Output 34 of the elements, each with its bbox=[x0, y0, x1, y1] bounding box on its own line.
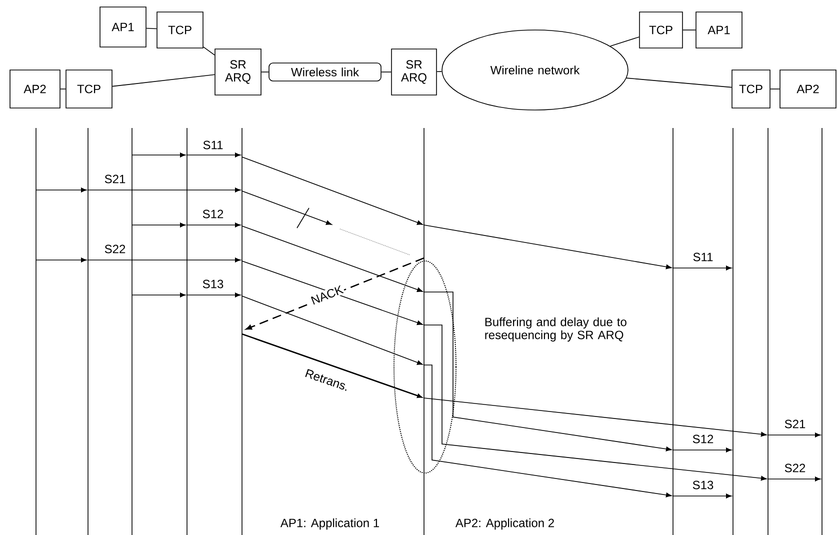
legend-text: AP2: Application 2 bbox=[455, 518, 554, 530]
message-label: S13 bbox=[202, 280, 224, 288]
process-box: SR ARQ bbox=[214, 48, 262, 96]
message-label: S21 bbox=[784, 420, 806, 428]
message-label: S22 bbox=[784, 464, 806, 472]
message-label: S21 bbox=[104, 174, 126, 184]
connector-line bbox=[610, 36, 640, 46]
process-box: TCP bbox=[66, 70, 112, 108]
connector-line bbox=[436, 71, 442, 72]
process-box: TCP bbox=[732, 70, 770, 108]
message-label: S12 bbox=[692, 434, 714, 444]
process-box: TCP bbox=[639, 12, 683, 48]
process-box: SR ARQ bbox=[391, 48, 437, 96]
message-label: NACK bbox=[308, 284, 346, 306]
process-box: AP2 bbox=[10, 70, 60, 108]
message-label: S13 bbox=[692, 480, 714, 490]
connector-line bbox=[770, 88, 780, 90]
message-label: S12 bbox=[202, 210, 224, 218]
connector-line bbox=[60, 88, 66, 90]
message-label: S11 bbox=[693, 252, 713, 262]
process-box: AP1 bbox=[696, 12, 742, 48]
message-label: S11 bbox=[203, 140, 223, 150]
connector-line bbox=[112, 74, 216, 87]
link-box: Wireless link bbox=[268, 62, 382, 82]
process-box: AP1 bbox=[100, 6, 146, 48]
process-box: TCP bbox=[156, 12, 204, 48]
annotation-text: Buffering and delay due to resequencing by SR ARQ bbox=[485, 317, 626, 342]
connector-line bbox=[146, 28, 157, 30]
message-label: S22 bbox=[104, 244, 126, 254]
legend-text: AP1: Application 1 bbox=[280, 518, 379, 530]
process-box: AP2 bbox=[780, 70, 836, 108]
connector-line bbox=[203, 46, 216, 56]
connector-line bbox=[626, 78, 732, 88]
resequencing-ellipse bbox=[394, 260, 456, 474]
